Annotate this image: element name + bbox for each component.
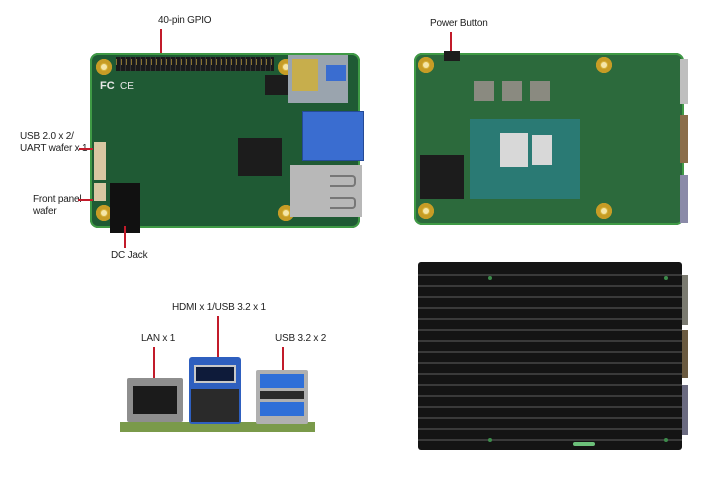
side-connector	[682, 330, 688, 378]
usb-uart-wafer	[94, 142, 106, 180]
screw-hole	[664, 276, 668, 280]
fcc-mark: FC	[100, 80, 115, 92]
inductor	[530, 81, 550, 101]
label-usb-line1: USB 2.0 x 2/	[20, 131, 74, 142]
dc-jack	[110, 183, 140, 233]
heatsink	[418, 262, 682, 450]
pcb-board-back	[414, 51, 688, 225]
leader-line-dc-jack	[124, 226, 126, 248]
screw-hole	[664, 438, 668, 442]
leader-line-front-panel	[78, 199, 93, 201]
lan-port	[290, 165, 362, 217]
label-front-panel-line2: wafer	[33, 206, 57, 217]
front-panel-wafer	[94, 183, 106, 201]
lan-port	[127, 378, 183, 422]
io-pcb-edge	[120, 422, 315, 432]
mount-hole	[96, 205, 112, 221]
cpu-package	[470, 119, 580, 199]
mount-hole	[96, 59, 112, 75]
label-power-button: Power Button	[430, 18, 488, 29]
edge-connector	[680, 59, 688, 104]
label-front-panel-line1: Front panel	[33, 194, 82, 205]
mount-hole	[596, 57, 612, 73]
screw-hole	[488, 276, 492, 280]
memory-chip	[420, 155, 464, 199]
mount-hole	[418, 203, 434, 219]
edge-connector	[680, 115, 688, 163]
ce-mark: CE	[120, 81, 134, 92]
side-connector	[682, 385, 688, 435]
leader-line-power-button	[450, 32, 452, 52]
controller-chip	[238, 138, 282, 176]
side-connector	[682, 275, 688, 325]
led-window	[573, 442, 595, 446]
mount-hole	[418, 57, 434, 73]
leader-line-gpio	[160, 29, 162, 59]
hdmi-usb-stack	[189, 357, 241, 424]
mount-hole	[596, 203, 612, 219]
label-lan: LAN x 1	[141, 333, 176, 344]
chip	[265, 75, 293, 95]
leader-line-usb	[79, 148, 93, 150]
usb32-dual-port	[256, 370, 308, 424]
power-button	[444, 51, 460, 61]
leader-line-hdmi-usb	[217, 316, 219, 368]
inductor	[474, 81, 494, 101]
inductor	[502, 81, 522, 101]
edge-connector	[680, 175, 688, 223]
label-usb32: USB 3.2 x 2	[275, 333, 327, 344]
screw-hole	[488, 438, 492, 442]
usb3-port	[288, 55, 348, 103]
hdmi-usb-stack	[302, 111, 364, 161]
gpio-header	[116, 57, 274, 71]
leader-line-lan	[153, 347, 155, 387]
label-dc-jack: DC Jack	[111, 250, 148, 261]
leader-line-usb32	[282, 347, 284, 377]
label-40-pin-gpio: 40-pin GPIO	[158, 15, 212, 26]
label-hdmi-usb: HDMI x 1/USB 3.2 x 1	[172, 302, 266, 313]
label-usb-line2: UART wafer x 1	[20, 143, 88, 154]
pcb-board-front: FC CE	[90, 53, 364, 233]
